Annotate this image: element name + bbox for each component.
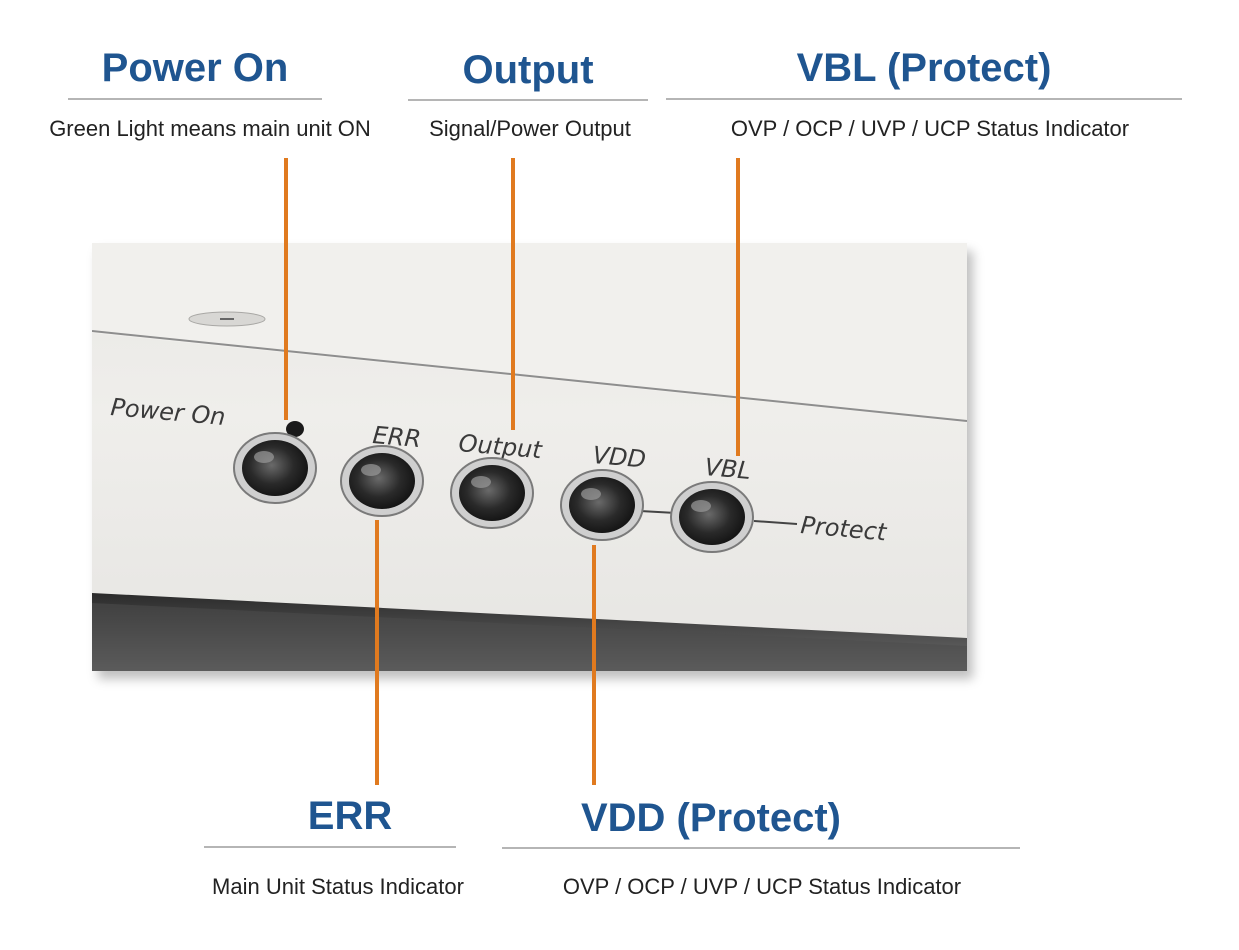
vbl-leader (736, 158, 740, 456)
device-front-panel: Power On ERR Output VDD VBL Protect (92, 243, 967, 671)
vdd-rule (502, 847, 1020, 849)
protect-bracket-right (753, 520, 798, 525)
led-vbl (670, 481, 754, 553)
power-on-rule (68, 98, 322, 100)
power-on-leader (284, 158, 288, 420)
output-leader (511, 158, 515, 430)
panel-label-protect: Protect (799, 511, 889, 547)
led-output (450, 457, 534, 529)
output-rule (408, 99, 648, 101)
power-on-led-dot (286, 421, 304, 437)
panel-illustration: Power On ERR Output VDD VBL Protect (92, 243, 967, 671)
err-rule (204, 846, 456, 848)
err-leader (375, 520, 379, 785)
vdd-description: OVP / OCP / UVP / UCP Status Indicator (562, 874, 962, 899)
power-on-description: Green Light means main unit ON (49, 116, 371, 141)
vbl-title: VBL (Protect) (796, 46, 1052, 90)
vbl-description: OVP / OCP / UVP / UCP Status Indicator (730, 116, 1130, 141)
vbl-rule (666, 98, 1182, 100)
led-power-on (233, 432, 317, 504)
led-vdd (560, 469, 644, 541)
panel-label-vdd: VDD (591, 441, 647, 474)
err-title: ERR (307, 794, 393, 838)
panel-seam-line (92, 330, 967, 422)
output-title: Output (462, 48, 594, 92)
vdd-title: VDD (Protect) (580, 796, 842, 840)
power-on-title: Power On (101, 46, 289, 90)
err-description: Main Unit Status Indicator (212, 874, 464, 899)
output-description: Signal/Power Output (429, 116, 631, 141)
panel-label-power-on: Power On (109, 393, 226, 431)
vdd-leader (592, 545, 596, 785)
panel-label-vbl: VBL (703, 453, 752, 485)
panel-top-surface (92, 243, 967, 423)
led-err (340, 445, 424, 517)
